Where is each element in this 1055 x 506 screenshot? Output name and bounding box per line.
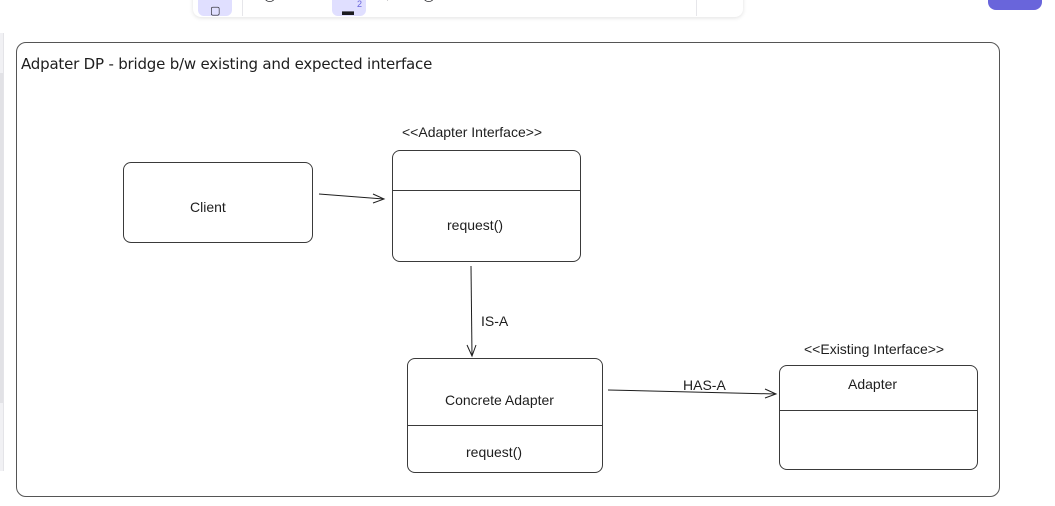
concrete-adapter-name: Concrete Adapter	[445, 392, 554, 408]
class-divider	[780, 410, 977, 411]
lock-icon: ▢	[210, 5, 221, 17]
adapter-interface-stereotype: <<Adapter Interface>>	[402, 124, 543, 140]
rectangle-tool-button[interactable]: ▬ 2	[332, 0, 366, 18]
class-divider	[393, 190, 580, 191]
has-a-label: HAS-A	[683, 377, 726, 393]
toolbar-divider	[242, 0, 243, 16]
class-divider	[408, 425, 602, 426]
existing-interface-name: Adapter	[848, 376, 898, 392]
is-a-label: IS-A	[481, 313, 509, 329]
share-button[interactable]	[988, 0, 1042, 10]
client-box[interactable]	[123, 162, 313, 243]
lock-tool-button[interactable]: ▢	[198, 0, 232, 17]
rectangle-icon: ▬	[342, 4, 354, 18]
diagram-frame[interactable]	[16, 42, 1000, 497]
toolbar-divider	[696, 0, 697, 16]
client-to-interface-arrow[interactable]	[318, 193, 386, 204]
diagram-title[interactable]: Adpater DP - bridge b/w existing and exp…	[21, 55, 433, 73]
client-label: Client	[190, 199, 226, 215]
existing-interface-stereotype: <<Existing Interface>>	[804, 341, 945, 357]
main-toolbar: ▢ ◯ ↖ 1 ▬ 2 ◇ 3 ◯ 4 5 6 ✎ 7 A 8 ▭ 9 ◌ 0 …	[193, 0, 743, 17]
adapter-interface-box[interactable]	[392, 150, 581, 262]
adapter-interface-method: request()	[447, 217, 504, 233]
concrete-adapter-method: request()	[466, 444, 523, 460]
has-a-arrow[interactable]	[607, 388, 778, 399]
existing-interface-box[interactable]	[779, 365, 978, 470]
shortcut-number: 2	[357, 0, 363, 9]
left-panel-edge	[0, 33, 4, 471]
scrollbar-thumb[interactable]	[0, 73, 3, 403]
concrete-adapter-box[interactable]	[407, 358, 603, 473]
is-a-arrow[interactable]	[466, 265, 477, 358]
